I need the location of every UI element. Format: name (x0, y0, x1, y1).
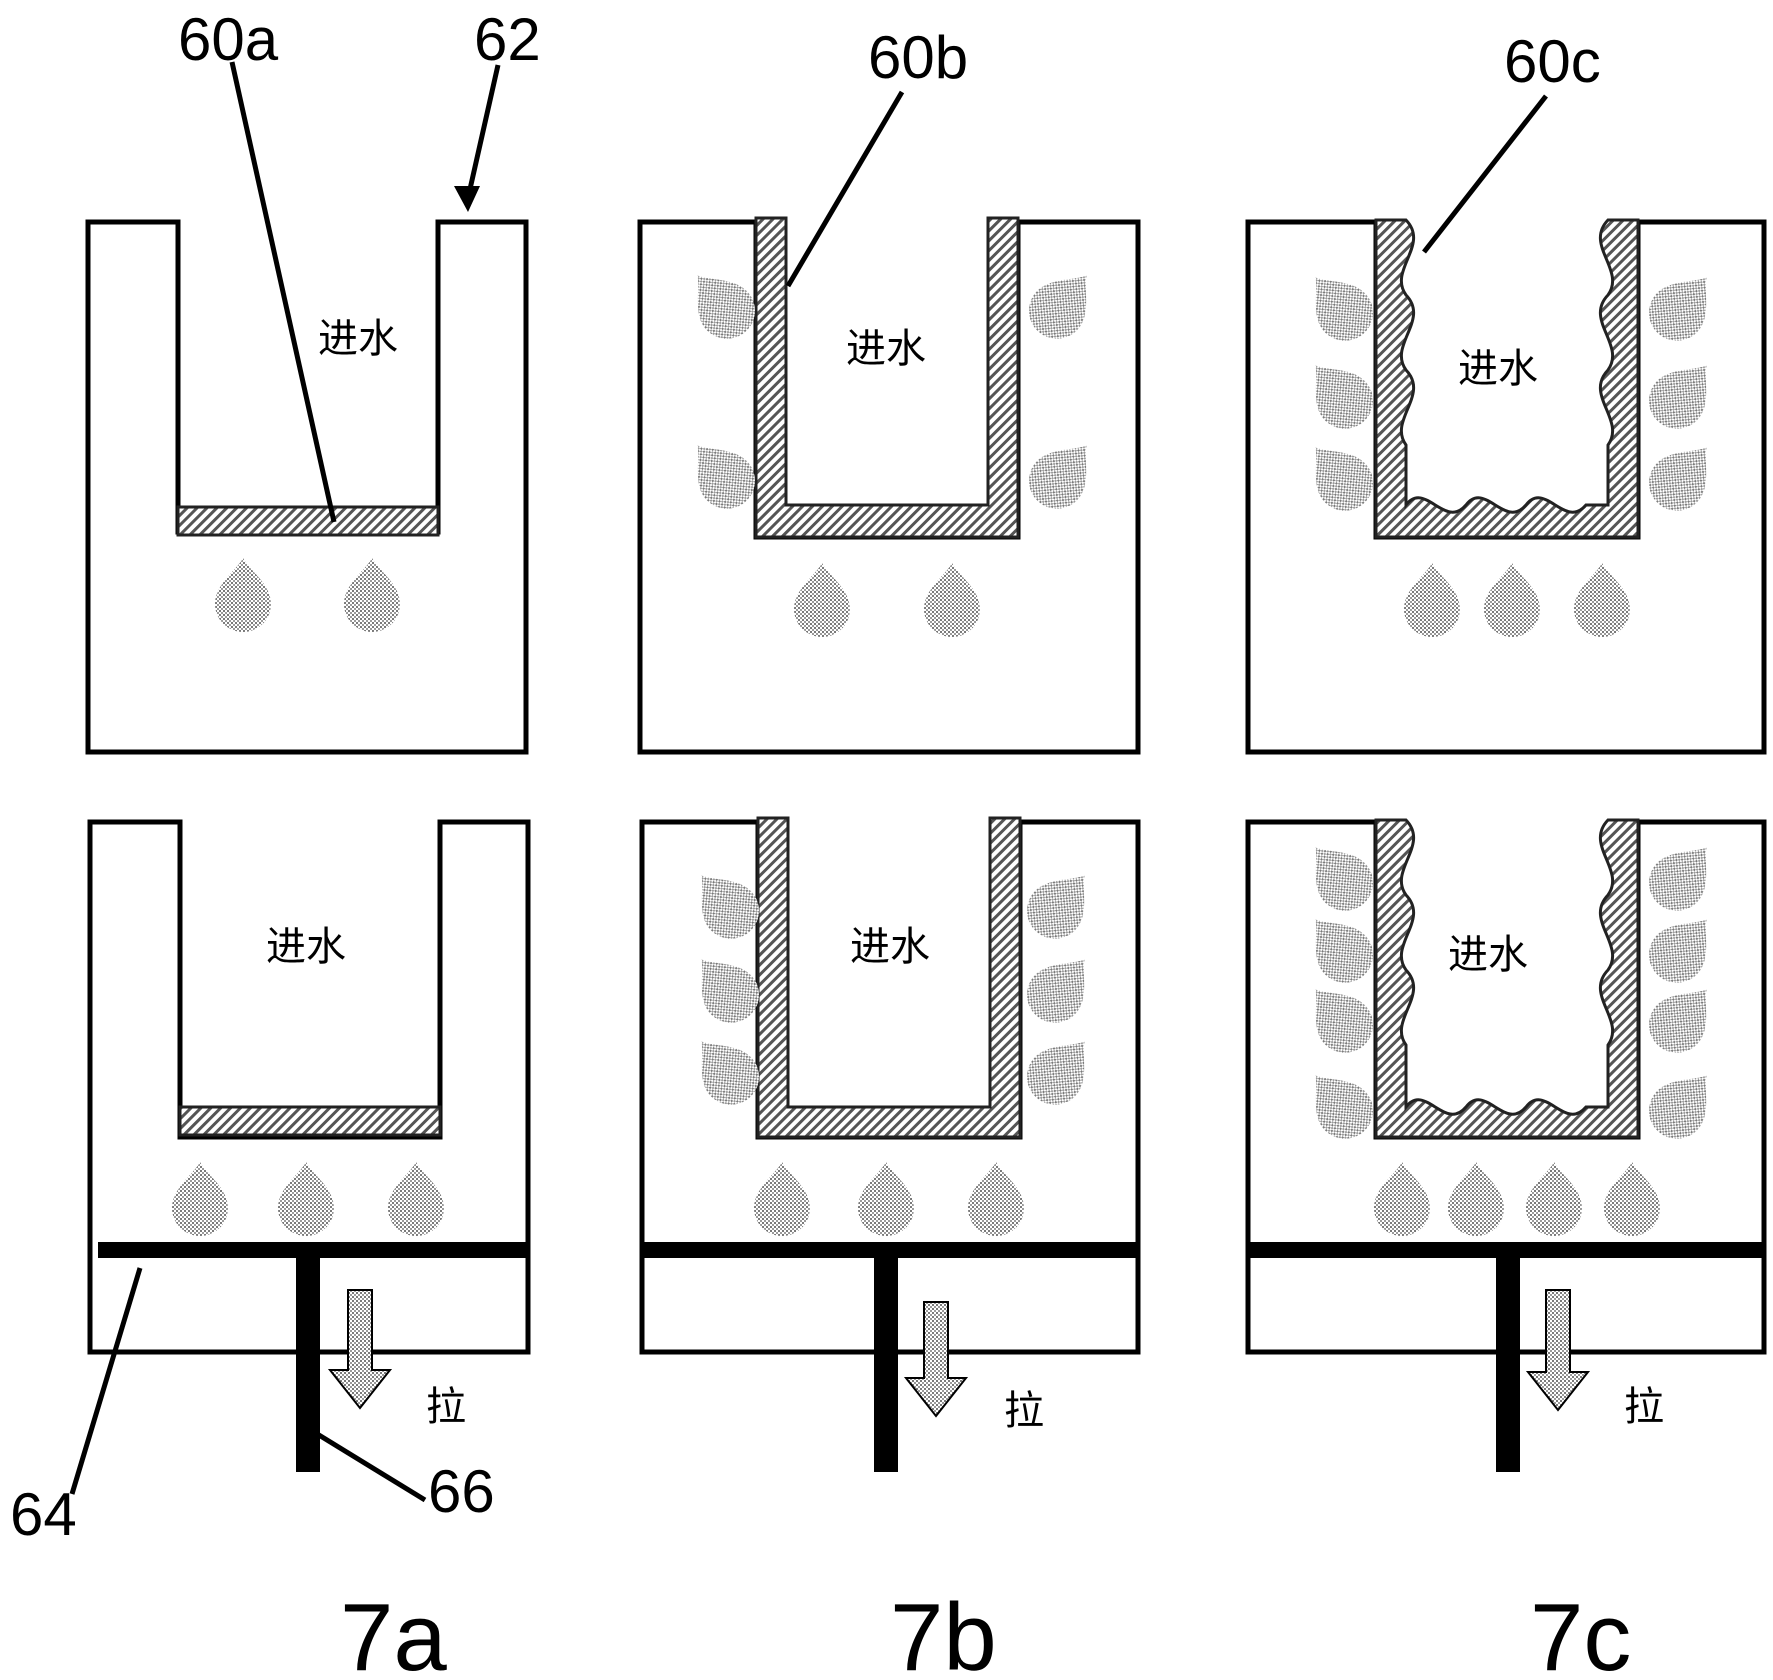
droplet (1637, 347, 1729, 441)
ref-66: 66 (428, 1458, 495, 1525)
droplets (1293, 829, 1729, 1236)
droplet (1293, 1057, 1385, 1151)
membrane-60c (1374, 818, 1640, 1139)
panel-7c: 进水 60c 进水 (1245, 28, 1767, 1680)
pull-label: 拉 (1004, 1388, 1044, 1434)
panel-7a-top: 进水 60a 62 (85, 6, 541, 755)
panel-7b: 进水 60b 进水 拉 7b (637, 24, 1141, 1680)
droplet (1604, 1162, 1660, 1236)
droplets (675, 257, 1109, 637)
droplet (388, 1162, 444, 1236)
water-inlet-label: 进水 (1448, 932, 1528, 978)
housing-outline (87, 819, 531, 1355)
droplet (1637, 1057, 1729, 1151)
droplet (1017, 427, 1109, 521)
droplet (1015, 857, 1107, 951)
droplet (1404, 563, 1460, 637)
water-inlet-label: 进水 (1458, 346, 1538, 392)
droplet (1637, 901, 1729, 995)
panel-7a: 进水 60a 62 进水 拉 64 66 7a (10, 6, 541, 1680)
membrane-60b (756, 816, 1022, 1139)
panel-7c-top: 进水 60c (1245, 28, 1767, 755)
pull-arrow-icon (903, 1301, 969, 1418)
membrane-60a (178, 1105, 442, 1137)
housing-outline (85, 219, 529, 755)
water-inlet-label: 进水 (318, 316, 398, 362)
panel-7a-bottom: 进水 拉 64 66 (10, 819, 531, 1548)
membrane-60a (176, 505, 440, 537)
droplet (1374, 1162, 1430, 1236)
droplet (968, 1162, 1024, 1236)
droplet (1484, 563, 1540, 637)
membrane-60c (1374, 218, 1640, 539)
pull-label: 拉 (426, 1384, 466, 1430)
rod (1496, 1242, 1520, 1472)
rod (874, 1242, 898, 1472)
droplet (754, 1162, 810, 1236)
droplet (1293, 259, 1385, 353)
panel-7b-top: 进水 60b (637, 24, 1141, 755)
droplet (924, 563, 980, 637)
ref-64: 64 (10, 1481, 77, 1548)
droplets (1293, 259, 1729, 637)
leader-line-60a (229, 61, 337, 523)
droplet (1448, 1162, 1504, 1236)
droplet (1015, 941, 1107, 1035)
droplet (344, 558, 400, 632)
droplet (675, 427, 767, 521)
droplets (172, 1162, 444, 1236)
figure-caption-7a: 7a (340, 1584, 447, 1680)
water-inlet-label: 进水 (266, 924, 346, 970)
water-inlet-label: 进水 (850, 924, 930, 970)
leader-line-66 (312, 1429, 427, 1503)
droplet (1293, 347, 1385, 441)
water-inlet-label: 进水 (846, 326, 926, 372)
leader-line-64 (69, 1267, 143, 1495)
pull-label: 拉 (1624, 1384, 1664, 1430)
leader-line-60b (785, 90, 905, 288)
droplets (215, 558, 400, 632)
droplet (1574, 563, 1630, 637)
droplet (1293, 429, 1385, 523)
droplet (1526, 1162, 1582, 1236)
droplet (1015, 1023, 1107, 1117)
ref-62: 62 (474, 6, 541, 73)
droplet (675, 257, 767, 351)
rod-66 (296, 1242, 320, 1472)
droplets (679, 857, 1107, 1236)
droplet (1637, 971, 1729, 1065)
panel-7c-bottom: 进水 拉 (1245, 818, 1767, 1472)
ref-60c: 60c (1504, 28, 1601, 95)
pull-arrow-icon (1525, 1289, 1591, 1412)
pull-arrow-icon (327, 1289, 393, 1410)
droplet (1637, 259, 1729, 353)
droplet (794, 563, 850, 637)
droplet (1293, 829, 1385, 923)
droplet (1637, 429, 1729, 523)
droplet (215, 558, 271, 632)
membrane-60b (754, 216, 1020, 539)
panel-7b-bottom: 进水 拉 (639, 816, 1141, 1472)
arrowhead-62 (454, 186, 480, 212)
droplet (858, 1162, 914, 1236)
leader-line-62 (465, 64, 501, 199)
ref-60b: 60b (868, 24, 968, 91)
leader-line-60c (1422, 94, 1548, 254)
droplet (1293, 971, 1385, 1065)
droplet (172, 1162, 228, 1236)
ref-60a: 60a (178, 6, 279, 73)
droplet (1017, 257, 1109, 351)
droplet (278, 1162, 334, 1236)
droplet (1637, 829, 1729, 923)
droplet (1293, 901, 1385, 995)
figure-caption-7c: 7c (1530, 1584, 1631, 1680)
figure-caption-7b: 7b (890, 1584, 997, 1680)
